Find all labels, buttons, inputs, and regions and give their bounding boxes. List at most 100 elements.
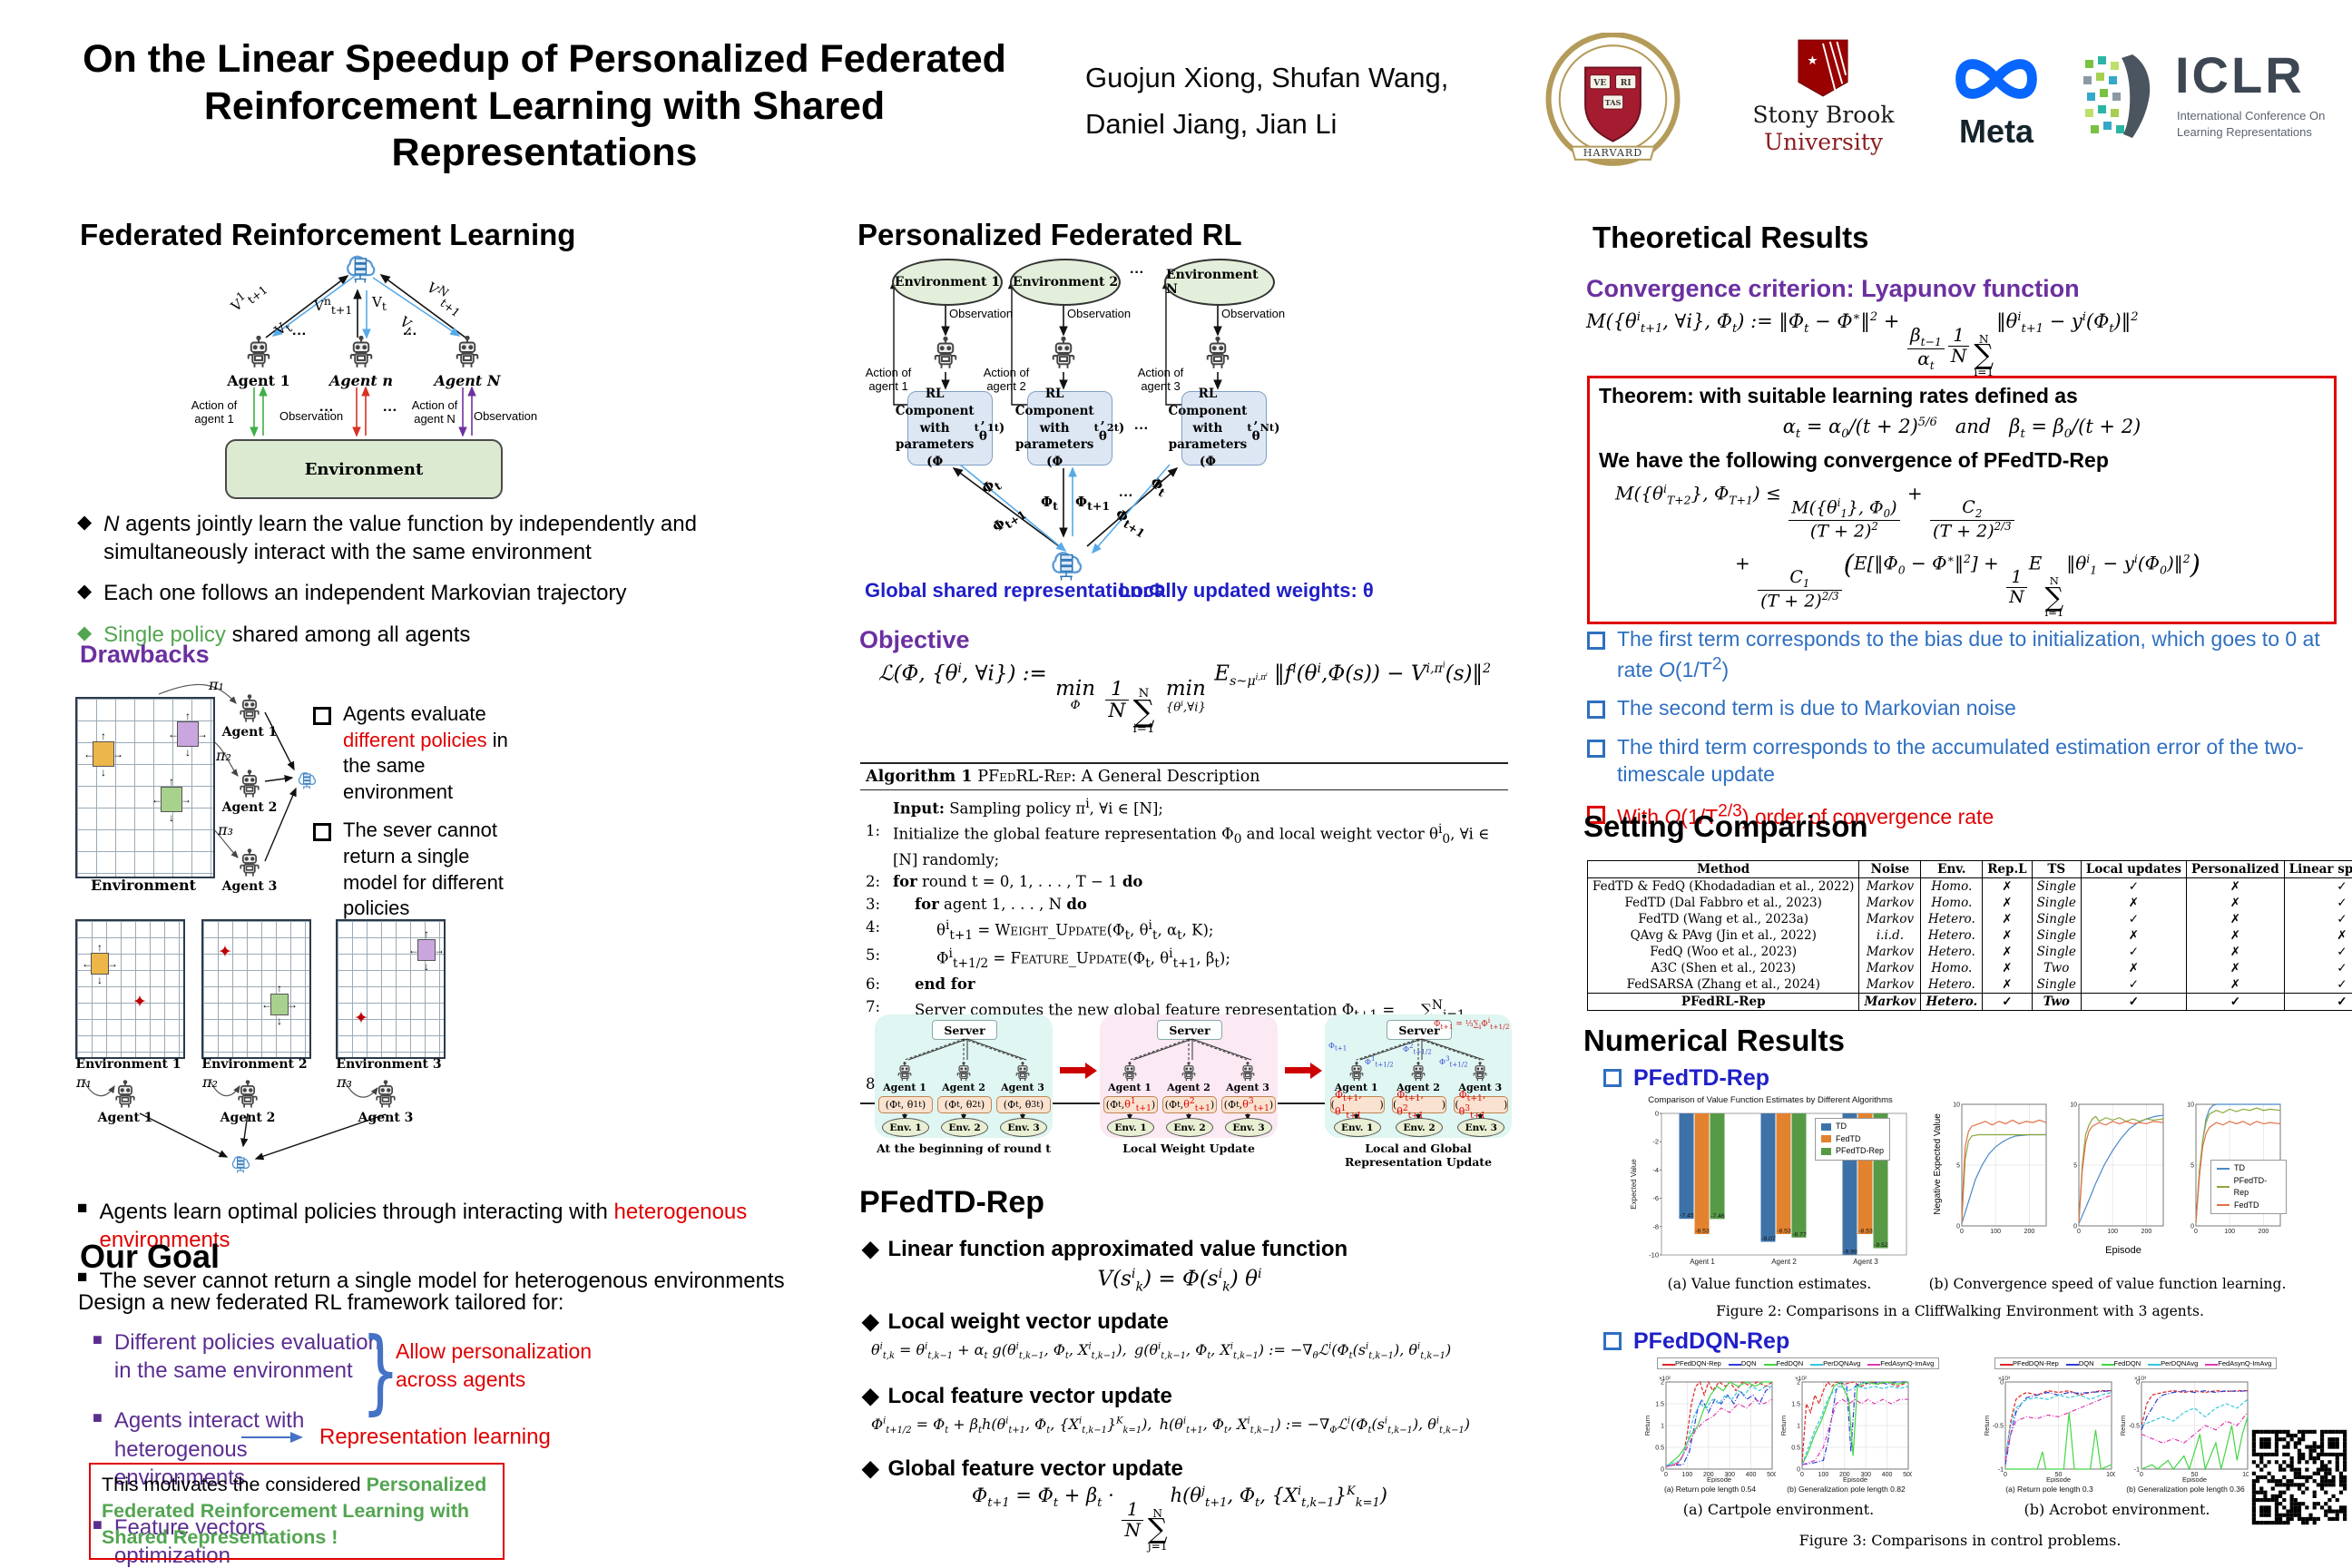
- table-cell: Markov: [1858, 877, 1921, 895]
- list-item: ■Different policies evaluation in the sa…: [93, 1328, 383, 1385]
- table-cell: ✓: [2080, 976, 2187, 994]
- list-item: The third term corresponds to the accumu…: [1587, 734, 2327, 789]
- bullet-text: PFedDQN-Rep: [1633, 1327, 1789, 1357]
- phi-blue-label: Φ1t+1/2: [1365, 1054, 1394, 1069]
- text-segment: heterogenous environments: [99, 1200, 748, 1253]
- svg-text:200: 200: [2259, 1229, 2269, 1235]
- table-header: Local updates: [2080, 860, 2187, 878]
- list-item: ■Agents interact with heterogenous envir…: [93, 1406, 383, 1492]
- legend-label: PFedDQN-Rep: [1675, 1359, 1721, 1367]
- svg-text:0: 0: [1960, 1229, 1964, 1235]
- dots: ···: [292, 327, 307, 342]
- server-box: Server: [1387, 1020, 1452, 1040]
- robot-icon: [238, 694, 261, 723]
- grid-environment-3: [336, 919, 446, 1059]
- harvard-name: HARVARD: [1583, 147, 1642, 159]
- meta-logo-icon: Meta: [1919, 47, 2073, 161]
- robot-icon: [897, 1062, 913, 1082]
- table-cell: Markov: [1858, 911, 1921, 927]
- section-pfedtd-rep: PFedTD-Rep: [859, 1185, 1044, 1220]
- legend-chip: [2065, 1364, 2079, 1366]
- fig3-caption: Figure 3: Comparisons in control problem…: [1798, 1532, 2122, 1549]
- table-cell: Hetero.: [1920, 976, 1983, 994]
- legend-label: PerDQNAvg: [1823, 1359, 1861, 1367]
- phi-blue-label: Φ2t+1/2: [1403, 1042, 1432, 1056]
- param-box: (Φt+1, θ2t+1): [1392, 1088, 1446, 1122]
- bullet-text: Feature vectors optimization: [114, 1514, 383, 1568]
- authors: Guojun Xiong, Shufan Wang, Daniel Jiang,…: [1085, 54, 1503, 147]
- agent-label: Agent 3: [221, 879, 278, 894]
- section-personalized-frl: Personalized Federated RL: [858, 218, 1242, 251]
- policy-pi1: π₁: [76, 1073, 92, 1091]
- agent-label: Agent 1: [97, 1111, 153, 1125]
- table-row: FedTD & FedQ (Khodadadian et al., 2022)M…: [1588, 877, 2352, 895]
- phi-label: Φt+1: [1075, 494, 1111, 513]
- bullet-icon: ◆: [77, 512, 93, 533]
- bullet-icon: [1603, 1069, 1622, 1087]
- legend-label: PFedTD-Rep: [1836, 1146, 1885, 1155]
- svg-text:Comparison of Value Function E: Comparison of Value Function Estimates b…: [1648, 1095, 1893, 1105]
- svg-text:Episode: Episode: [1843, 1475, 1867, 1483]
- representation-learning-label: Representation learning: [319, 1425, 551, 1449]
- policy-pi3: π₃: [218, 821, 233, 838]
- policy-pi1: π₁: [209, 676, 224, 693]
- svg-text:0: 0: [2136, 1380, 2140, 1387]
- environment-ellipse: Environment 1: [892, 259, 1003, 306]
- table-cell: ✗: [2186, 911, 2285, 927]
- observation-label: Observation: [1221, 307, 1286, 320]
- robot-icon: [1348, 1062, 1365, 1082]
- list-item: Agents evaluate different policies in th…: [313, 701, 526, 805]
- svg-text:100: 100: [2224, 1229, 2235, 1235]
- bullet-icon: ◆: [77, 581, 93, 603]
- svg-text:10: 10: [2187, 1102, 2194, 1109]
- table-header: Linear speedup: [2283, 860, 2352, 878]
- svg-text:-7.46: -7.46: [1710, 1213, 1725, 1220]
- panel-caption: Local and Global Representation Update: [1344, 1142, 1493, 1169]
- svg-text:-6: -6: [1652, 1194, 1659, 1202]
- action-label: Action of agent 2: [983, 366, 1030, 393]
- text-segment: The sever cannot return a single model f…: [99, 1269, 785, 1294]
- agent-label: Agent 1: [1108, 1082, 1152, 1093]
- environment-label: Environment 3: [336, 1057, 442, 1072]
- svg-text:500: 500: [1903, 1472, 1912, 1478]
- table-cell: ✗: [1982, 877, 2033, 895]
- value-function-formula: V(sik) = Φ(sik) θi: [1097, 1267, 1262, 1295]
- svg-text:Return: Return: [2120, 1416, 2127, 1436]
- bullet-icon: ■: [77, 1199, 88, 1218]
- fig2b-caption: (b) Convergence speed of value function …: [1928, 1276, 2287, 1292]
- bullet-text: The third term corresponds to the accumu…: [1617, 734, 2327, 789]
- svg-text:50: 50: [2055, 1472, 2063, 1478]
- table-cell: ✓: [2283, 895, 2352, 911]
- legend-item: TD: [1821, 1121, 1884, 1133]
- svg-text:Agent 3: Agent 3: [1853, 1258, 1878, 1266]
- harvard-motto-ve: VE: [1592, 78, 1606, 88]
- svg-text:-8: -8: [1652, 1222, 1659, 1230]
- table-cell: Hetero.: [1920, 993, 1983, 1011]
- svg-text:-2: -2: [1652, 1138, 1659, 1146]
- pfedtd-bullet-1: ◆Linear function approximated value func…: [862, 1237, 1348, 1261]
- svg-text:50: 50: [2191, 1472, 2199, 1478]
- table-cell: ✗: [1982, 944, 2033, 960]
- dots: ···: [1134, 421, 1149, 436]
- allow-line2: across agents: [396, 1367, 526, 1392]
- svg-text:200: 200: [1703, 1472, 1714, 1478]
- algorithm-line: 3:for agent 1, . . . , N do: [866, 896, 1087, 914]
- param-box: (Φt+1, θ3t+1): [1454, 1088, 1509, 1122]
- legend-chip: [1728, 1364, 1741, 1366]
- list-item: ◆Each one follows an independent Markovi…: [77, 579, 794, 607]
- observation-label: Observation: [473, 409, 538, 423]
- svg-text:-4: -4: [1652, 1166, 1659, 1174]
- svg-text:Expected Value: Expected Value: [1630, 1159, 1638, 1210]
- environment-box: Environment: [225, 439, 503, 499]
- text-segment: The first term corresponds to the bias d…: [1617, 627, 2320, 681]
